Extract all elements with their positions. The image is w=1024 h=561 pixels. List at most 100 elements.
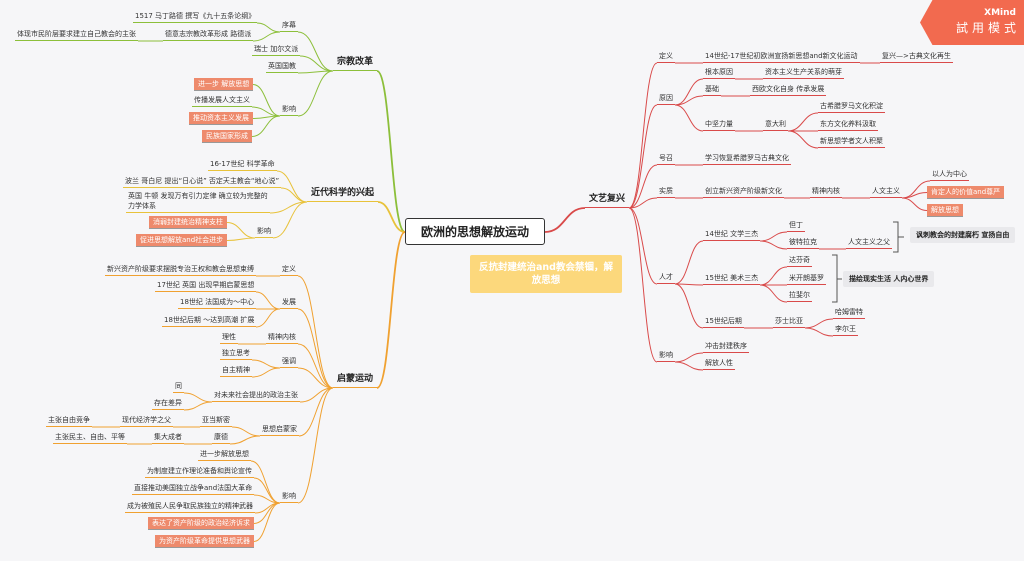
topic-node[interactable]: 理性: [220, 332, 238, 344]
topic-node[interactable]: 意大利: [763, 119, 788, 131]
topic-node[interactable]: 精神内核: [266, 332, 298, 344]
topic-node[interactable]: 进一步 解放思想: [194, 77, 254, 91]
topic-node[interactable]: 为制度建立作理论准备和舆论宣传: [145, 466, 254, 478]
topic-node[interactable]: 16-17世纪 科学革命: [208, 159, 277, 171]
topic-node[interactable]: 影响: [280, 491, 298, 503]
topic-node[interactable]: 传播发展人文主义: [192, 95, 252, 107]
topic-node[interactable]: 14世纪-17世纪初欧洲宣扬新思想and新文化运动: [703, 51, 860, 63]
central-topic[interactable]: 欧洲的思想解放运动: [405, 218, 545, 245]
topic-node[interactable]: 民族国家形成: [202, 129, 252, 143]
topic-node[interactable]: 1517 马丁路德 撰写《九十五条论纲》: [133, 11, 258, 23]
topic-node[interactable]: 哈姆雷特: [833, 307, 865, 319]
connector: [628, 164, 658, 209]
topic-node[interactable]: 西欧文化自身 传承发展: [750, 84, 827, 96]
topic-node[interactable]: 推动资本主义发展: [189, 111, 253, 125]
topic-node[interactable]: 米开朗基罗: [787, 273, 826, 285]
topic-node[interactable]: 人文主义之父: [846, 237, 892, 249]
topic-node[interactable]: 思想启蒙家: [260, 424, 299, 436]
branch-topic[interactable]: 近代科学的兴起: [307, 187, 379, 202]
topic-node[interactable]: 康德: [212, 432, 230, 444]
topic-node[interactable]: 精神内核: [810, 186, 842, 198]
topic-node[interactable]: 莎士比亚: [773, 316, 805, 328]
topic-node[interactable]: 独立思考: [220, 348, 252, 360]
connector: [628, 207, 658, 363]
branch-topic[interactable]: 文艺复兴: [585, 193, 630, 208]
topic-node[interactable]: 东方文化养料汲取: [818, 119, 878, 131]
topic-node[interactable]: 基础: [703, 84, 721, 96]
topic-node[interactable]: 彼特拉克: [787, 237, 819, 249]
connector: [255, 308, 281, 328]
topic-node[interactable]: 集大成者: [152, 432, 184, 444]
topic-node[interactable]: 表达了资产阶级的政治经济诉求: [148, 516, 254, 530]
topic-node[interactable]: 定义: [280, 264, 298, 276]
topic-node[interactable]: 直接推动美国独立战争and法国大革命: [132, 483, 255, 495]
topic-node[interactable]: 新兴资产阶级要求摆脱专治王权和教会思想束缚: [105, 264, 256, 276]
topic-node[interactable]: 冲击封建秩序: [703, 341, 749, 353]
topic-node[interactable]: 强调: [280, 356, 298, 368]
topic-node[interactable]: 新思想学者文人积聚: [818, 136, 885, 148]
topic-node[interactable]: 体现市民阶层要求建立自己教会的主张: [15, 29, 138, 41]
topic-node[interactable]: 根本原因: [703, 67, 735, 79]
topic-node[interactable]: 18世纪 法国成为～中心: [178, 297, 257, 309]
topic-node[interactable]: 号召: [657, 153, 675, 165]
topic-node[interactable]: 序幕: [280, 20, 298, 32]
topic-node[interactable]: 主张民主、自由、平等: [53, 432, 127, 444]
topic-node[interactable]: 波兰 哥白尼 提出“日心说” 否定天主教会“地心说”: [123, 176, 282, 188]
branch-topic[interactable]: 宗教改革: [333, 56, 378, 71]
topic-node[interactable]: 解放人性: [703, 358, 735, 370]
topic-node[interactable]: 英国国教: [266, 61, 298, 73]
topic-node[interactable]: 影响: [255, 226, 273, 238]
topic-node[interactable]: 解放思想: [927, 203, 963, 217]
topic-node[interactable]: 原因: [657, 93, 675, 105]
topic-node[interactable]: 15世纪后期: [703, 316, 744, 328]
topic-node[interactable]: 发展: [280, 297, 298, 309]
topic-node[interactable]: 影响: [280, 104, 298, 116]
central-subtitle[interactable]: 反抗封建统治and教会禁锢，解放思想: [470, 255, 622, 293]
topic-node[interactable]: 存在差异: [152, 398, 184, 410]
topic-node[interactable]: 主张自由竞争: [46, 415, 92, 427]
topic-node[interactable]: 李尔王: [833, 324, 858, 336]
topic-node[interactable]: 学习恢复希腊罗马古典文化: [703, 153, 791, 165]
topic-node[interactable]: 但丁: [787, 220, 805, 232]
topic-node[interactable]: 消弱封建统治精神支柱: [149, 215, 227, 229]
topic-node[interactable]: 同: [173, 381, 184, 393]
topic-node[interactable]: 古希腊罗马文化积淀: [818, 101, 885, 113]
branch-topic[interactable]: 启蒙运动: [333, 373, 378, 388]
topic-node[interactable]: 中坚力量: [703, 119, 735, 131]
topic-node[interactable]: 进一步解放思想: [198, 449, 251, 461]
connector: [893, 221, 904, 253]
topic-node[interactable]: 自主精神: [220, 365, 252, 377]
topic-node[interactable]: 15世纪 美术三杰: [703, 273, 761, 285]
topic-node[interactable]: 德意志宗教改革形成 路德派: [163, 29, 254, 41]
connector: [759, 231, 788, 242]
topic-node[interactable]: 17世纪 英国 出现早期启蒙思想: [155, 280, 257, 292]
topic-node[interactable]: 18世纪后期 ～达到高潮 扩展: [162, 315, 257, 327]
topic-node[interactable]: 为资产阶级革命提供思想武器: [155, 534, 254, 548]
summary-note[interactable]: 描绘现实生活 人内心世界: [843, 271, 935, 287]
topic-node[interactable]: 定义: [657, 51, 675, 63]
connector: [226, 237, 256, 241]
topic-node[interactable]: 人文主义: [870, 186, 902, 198]
topic-node[interactable]: 影响: [657, 350, 675, 362]
topic-node[interactable]: 现代经济学之父: [120, 415, 173, 427]
topic-node[interactable]: 亚当斯密: [200, 415, 232, 427]
topic-node[interactable]: 拉斐尔: [787, 290, 812, 302]
topic-node[interactable]: 成为被殖民人民争取民族独立的精神武器: [125, 501, 255, 513]
topic-node[interactable]: 英国 牛顿 发现万有引力定律 确立较为完整的力学体系: [126, 191, 270, 213]
topic-node[interactable]: 以人为中心: [930, 169, 969, 181]
topic-node[interactable]: 人才: [657, 272, 675, 284]
topic-node[interactable]: 资本主义生产关系的萌芽: [763, 67, 844, 79]
topic-node[interactable]: 创立新兴资产阶级新文化: [703, 186, 784, 198]
trial-mode-badge[interactable]: XMind 試用模式: [920, 0, 1024, 45]
topic-node[interactable]: 达芬奇: [787, 255, 812, 267]
connector: [759, 240, 788, 250]
topic-node[interactable]: 14世纪 文学三杰: [703, 229, 761, 241]
topic-node[interactable]: 促进思想解放and社会进步: [136, 233, 228, 247]
topic-node[interactable]: 肯定人的价值and尊严: [927, 185, 1005, 199]
topic-node[interactable]: 瑞士 加尔文派: [252, 44, 301, 56]
topic-node[interactable]: 复兴—>古典文化再生: [880, 51, 953, 63]
topic-node[interactable]: 对未来社会提出的政治主张: [212, 390, 300, 402]
topic-node[interactable]: 实质: [657, 186, 675, 198]
summary-note[interactable]: 讽刺教会的封建腐朽 宣扬自由: [910, 227, 1016, 243]
